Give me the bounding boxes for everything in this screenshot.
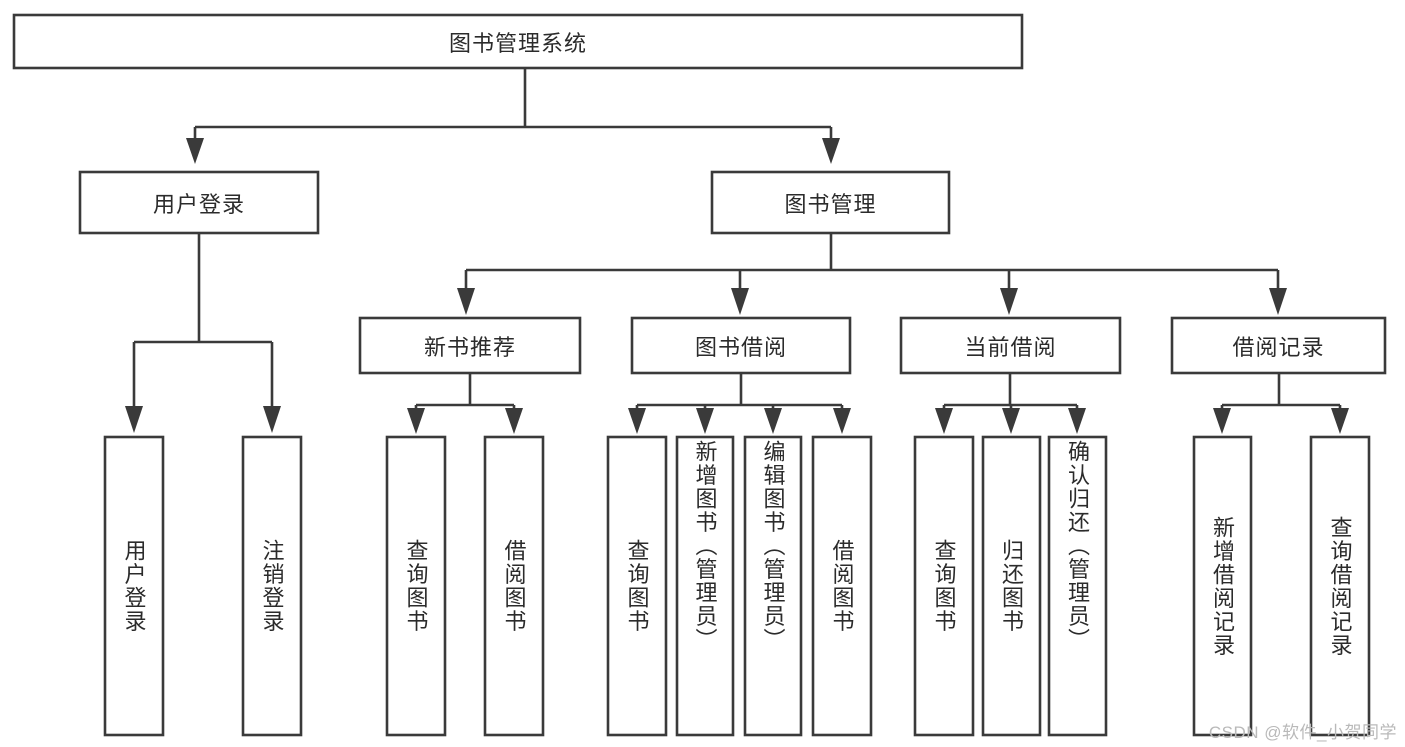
node-book-management[interactable] [710,170,951,235]
arrowhead-to-borrow-record [1269,288,1287,315]
leaf-box-new-book-1[interactable] [385,435,447,737]
arrowhead-currentborrow-leaf-1 [935,408,953,434]
arrowhead-newbook-leaf-1 [407,408,425,434]
arrowhead-borrowrecord-leaf-1 [1213,408,1231,434]
leaf-box-user-login-1[interactable] [103,435,165,737]
node-book-borrow[interactable] [630,316,852,375]
arrowhead-newbook-leaf-2 [505,408,523,434]
arrowhead-currentborrow-leaf-3 [1068,408,1086,434]
arrowhead-to-book-borrow [731,288,749,315]
arrowhead-bookborrow-leaf-2 [696,408,714,434]
leaf-box-book-borrow-2[interactable] [675,435,735,737]
arrowhead-bookborrow-leaf-1 [628,408,646,434]
node-new-book-recommend[interactable] [358,316,582,375]
arrowhead-to-new-book [457,288,475,315]
arrowhead-to-book-management [822,138,840,164]
node-user-login[interactable] [78,170,320,235]
arrowhead-to-current-borrow [1000,288,1018,315]
node-root-system[interactable] [12,13,1024,70]
arrowhead-bookborrow-leaf-4 [833,408,851,434]
arrowhead-bookborrow-leaf-3 [764,408,782,434]
arrowhead-login-leaf-2 [263,406,281,433]
leaf-box-current-borrow-2[interactable] [981,435,1042,737]
leaf-box-user-login-2[interactable] [241,435,303,737]
arrowhead-login-leaf-1 [125,406,143,433]
csdn-watermark: CSDN @软件_小贺同学 [1208,723,1397,742]
leaf-box-book-borrow-3[interactable] [743,435,803,737]
arrowhead-borrowrecord-leaf-2 [1331,408,1349,434]
leaf-box-book-borrow-1[interactable] [606,435,668,737]
node-borrow-record[interactable] [1170,316,1387,375]
arrowhead-currentborrow-leaf-2 [1002,408,1020,434]
leaf-box-borrow-record-1[interactable] [1192,435,1253,737]
arrowhead-to-user-login [186,138,204,164]
leaf-box-new-book-2[interactable] [483,435,545,737]
node-current-borrow[interactable] [899,316,1122,375]
leaf-box-current-borrow-3[interactable] [1047,435,1108,737]
leaf-box-current-borrow-1[interactable] [913,435,975,737]
leaf-box-borrow-record-2[interactable] [1309,435,1371,737]
leaf-box-book-borrow-4[interactable] [811,435,873,737]
